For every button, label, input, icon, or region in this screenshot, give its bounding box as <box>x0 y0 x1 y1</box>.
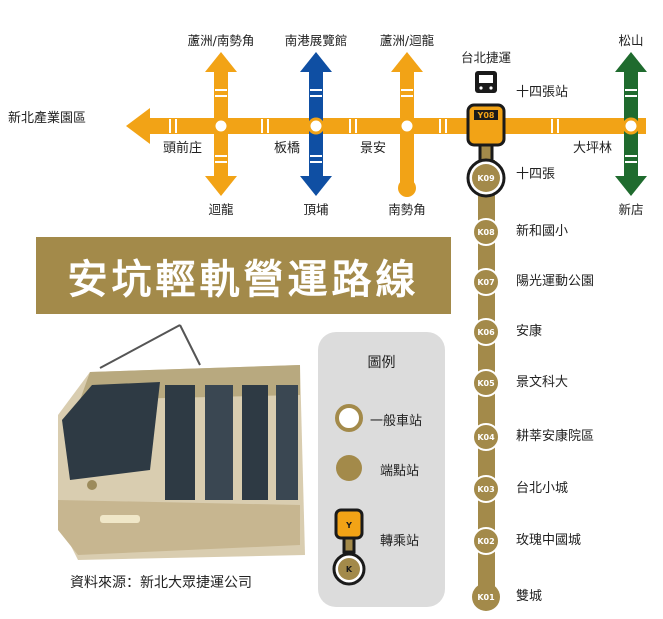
svg-text:K05: K05 <box>477 379 495 388</box>
legend-label-transfer: 轉乘站 <box>380 534 420 549</box>
ankeng-station-labels: 十四張站 十四張 新和國小 陽光運動公園 安康 景文科大 耕莘安康院區 台北小城… <box>516 85 594 604</box>
legend-label-regular: 一般車站 <box>370 414 423 429</box>
source-note: 資料來源：新北大眾捷運公司 <box>70 575 252 591</box>
arrow-up-icon <box>615 52 647 72</box>
branch-down-label: 迴龍 <box>208 202 234 217</box>
station-name: 台北小城 <box>516 481 568 496</box>
arrow-down-icon <box>300 176 332 196</box>
svg-text:K04: K04 <box>477 433 495 442</box>
station-name: 耕莘安康院區 <box>516 428 594 444</box>
station-name: 頭前庄 <box>163 140 202 156</box>
station-k06: K06 <box>472 318 500 346</box>
branch-up-label: 蘆洲/南勢角 <box>188 33 255 48</box>
track-dashes <box>169 119 559 133</box>
station-k05: K05 <box>472 369 500 397</box>
arrow-up-icon <box>205 52 237 72</box>
arrow-down-icon <box>615 176 647 196</box>
branch-touqianzhuang <box>205 52 237 196</box>
branch-down-label: 南勢角 <box>388 202 426 217</box>
station-name: 玫瑰中國城 <box>516 532 581 548</box>
metro-train-icon <box>475 71 497 93</box>
arrow-up-icon <box>391 52 423 72</box>
station-k08: K08 <box>472 218 500 246</box>
station-k03: K03 <box>472 475 500 503</box>
branch-banqiao <box>300 52 332 196</box>
west-arrow <box>126 108 150 144</box>
branch-dapinglin <box>615 52 647 196</box>
circle-line <box>126 108 646 144</box>
branch-up-label: 松山 <box>618 33 643 48</box>
svg-text:K07: K07 <box>477 278 494 287</box>
branch-up-label: 蘆洲/迴龍 <box>380 33 435 48</box>
svg-text:K02: K02 <box>477 537 494 546</box>
station-name: 景文科大 <box>516 375 568 390</box>
light-rail-train-image <box>58 324 305 560</box>
page-title: 安坑輕軌營運路線 <box>67 256 420 303</box>
ankeng-stations: K08 K07 K06 K05 K04 K03 K02 K01 <box>472 218 500 611</box>
station-k01: K01 <box>472 583 500 611</box>
station-name: 大坪林 <box>573 141 612 156</box>
transfer-k-code: K09 <box>477 174 495 183</box>
terminal-dot <box>398 179 416 197</box>
station-name: 雙城 <box>516 589 542 604</box>
station-name: 十四張站 <box>516 85 568 100</box>
branch-down-label: 新店 <box>618 202 643 217</box>
station-name: 景安 <box>360 141 386 156</box>
arrow-up-icon <box>300 52 332 72</box>
svg-text:K08: K08 <box>477 228 495 237</box>
station-k02: K02 <box>472 527 500 555</box>
title-banner: 安坑輕軌營運路線 <box>36 237 451 314</box>
circle-line-labels: 新北產業園區 頭前庄 板橋 景安 大坪林 蘆洲/南勢角 迴龍 南港展覽館 頂埔 … <box>8 33 644 217</box>
metro-label: 台北捷運 <box>461 50 512 65</box>
station-name: 十四張 <box>516 167 555 182</box>
west-terminal-label: 新北產業園區 <box>8 110 86 126</box>
branch-up-label: 南港展覽館 <box>285 33 348 48</box>
circle-line-track <box>148 118 646 134</box>
legend-panel: 圖例 一般車站 端點站 轉乘站 <box>318 332 445 607</box>
station-name: 陽光運動公園 <box>516 274 594 289</box>
station-k07: K07 <box>472 268 500 296</box>
legend-label-terminal: 端點站 <box>380 464 420 479</box>
transfer-yellow-code: Y08 <box>477 111 495 120</box>
svg-text:K03: K03 <box>477 485 494 494</box>
station-name: 新和國小 <box>516 223 568 239</box>
arrow-down-icon <box>205 176 237 196</box>
svg-text:K01: K01 <box>477 593 495 602</box>
station-k04: K04 <box>472 423 500 451</box>
branch-jingan <box>391 52 423 197</box>
station-name: 安康 <box>516 323 542 339</box>
station-name: 板橋 <box>274 141 300 156</box>
legend-title: 圖例 <box>367 355 396 371</box>
svg-text:K06: K06 <box>477 328 495 337</box>
transfer-station-shisizhang: Y08 K09 <box>466 103 506 198</box>
branch-down-label: 頂埔 <box>303 202 329 217</box>
